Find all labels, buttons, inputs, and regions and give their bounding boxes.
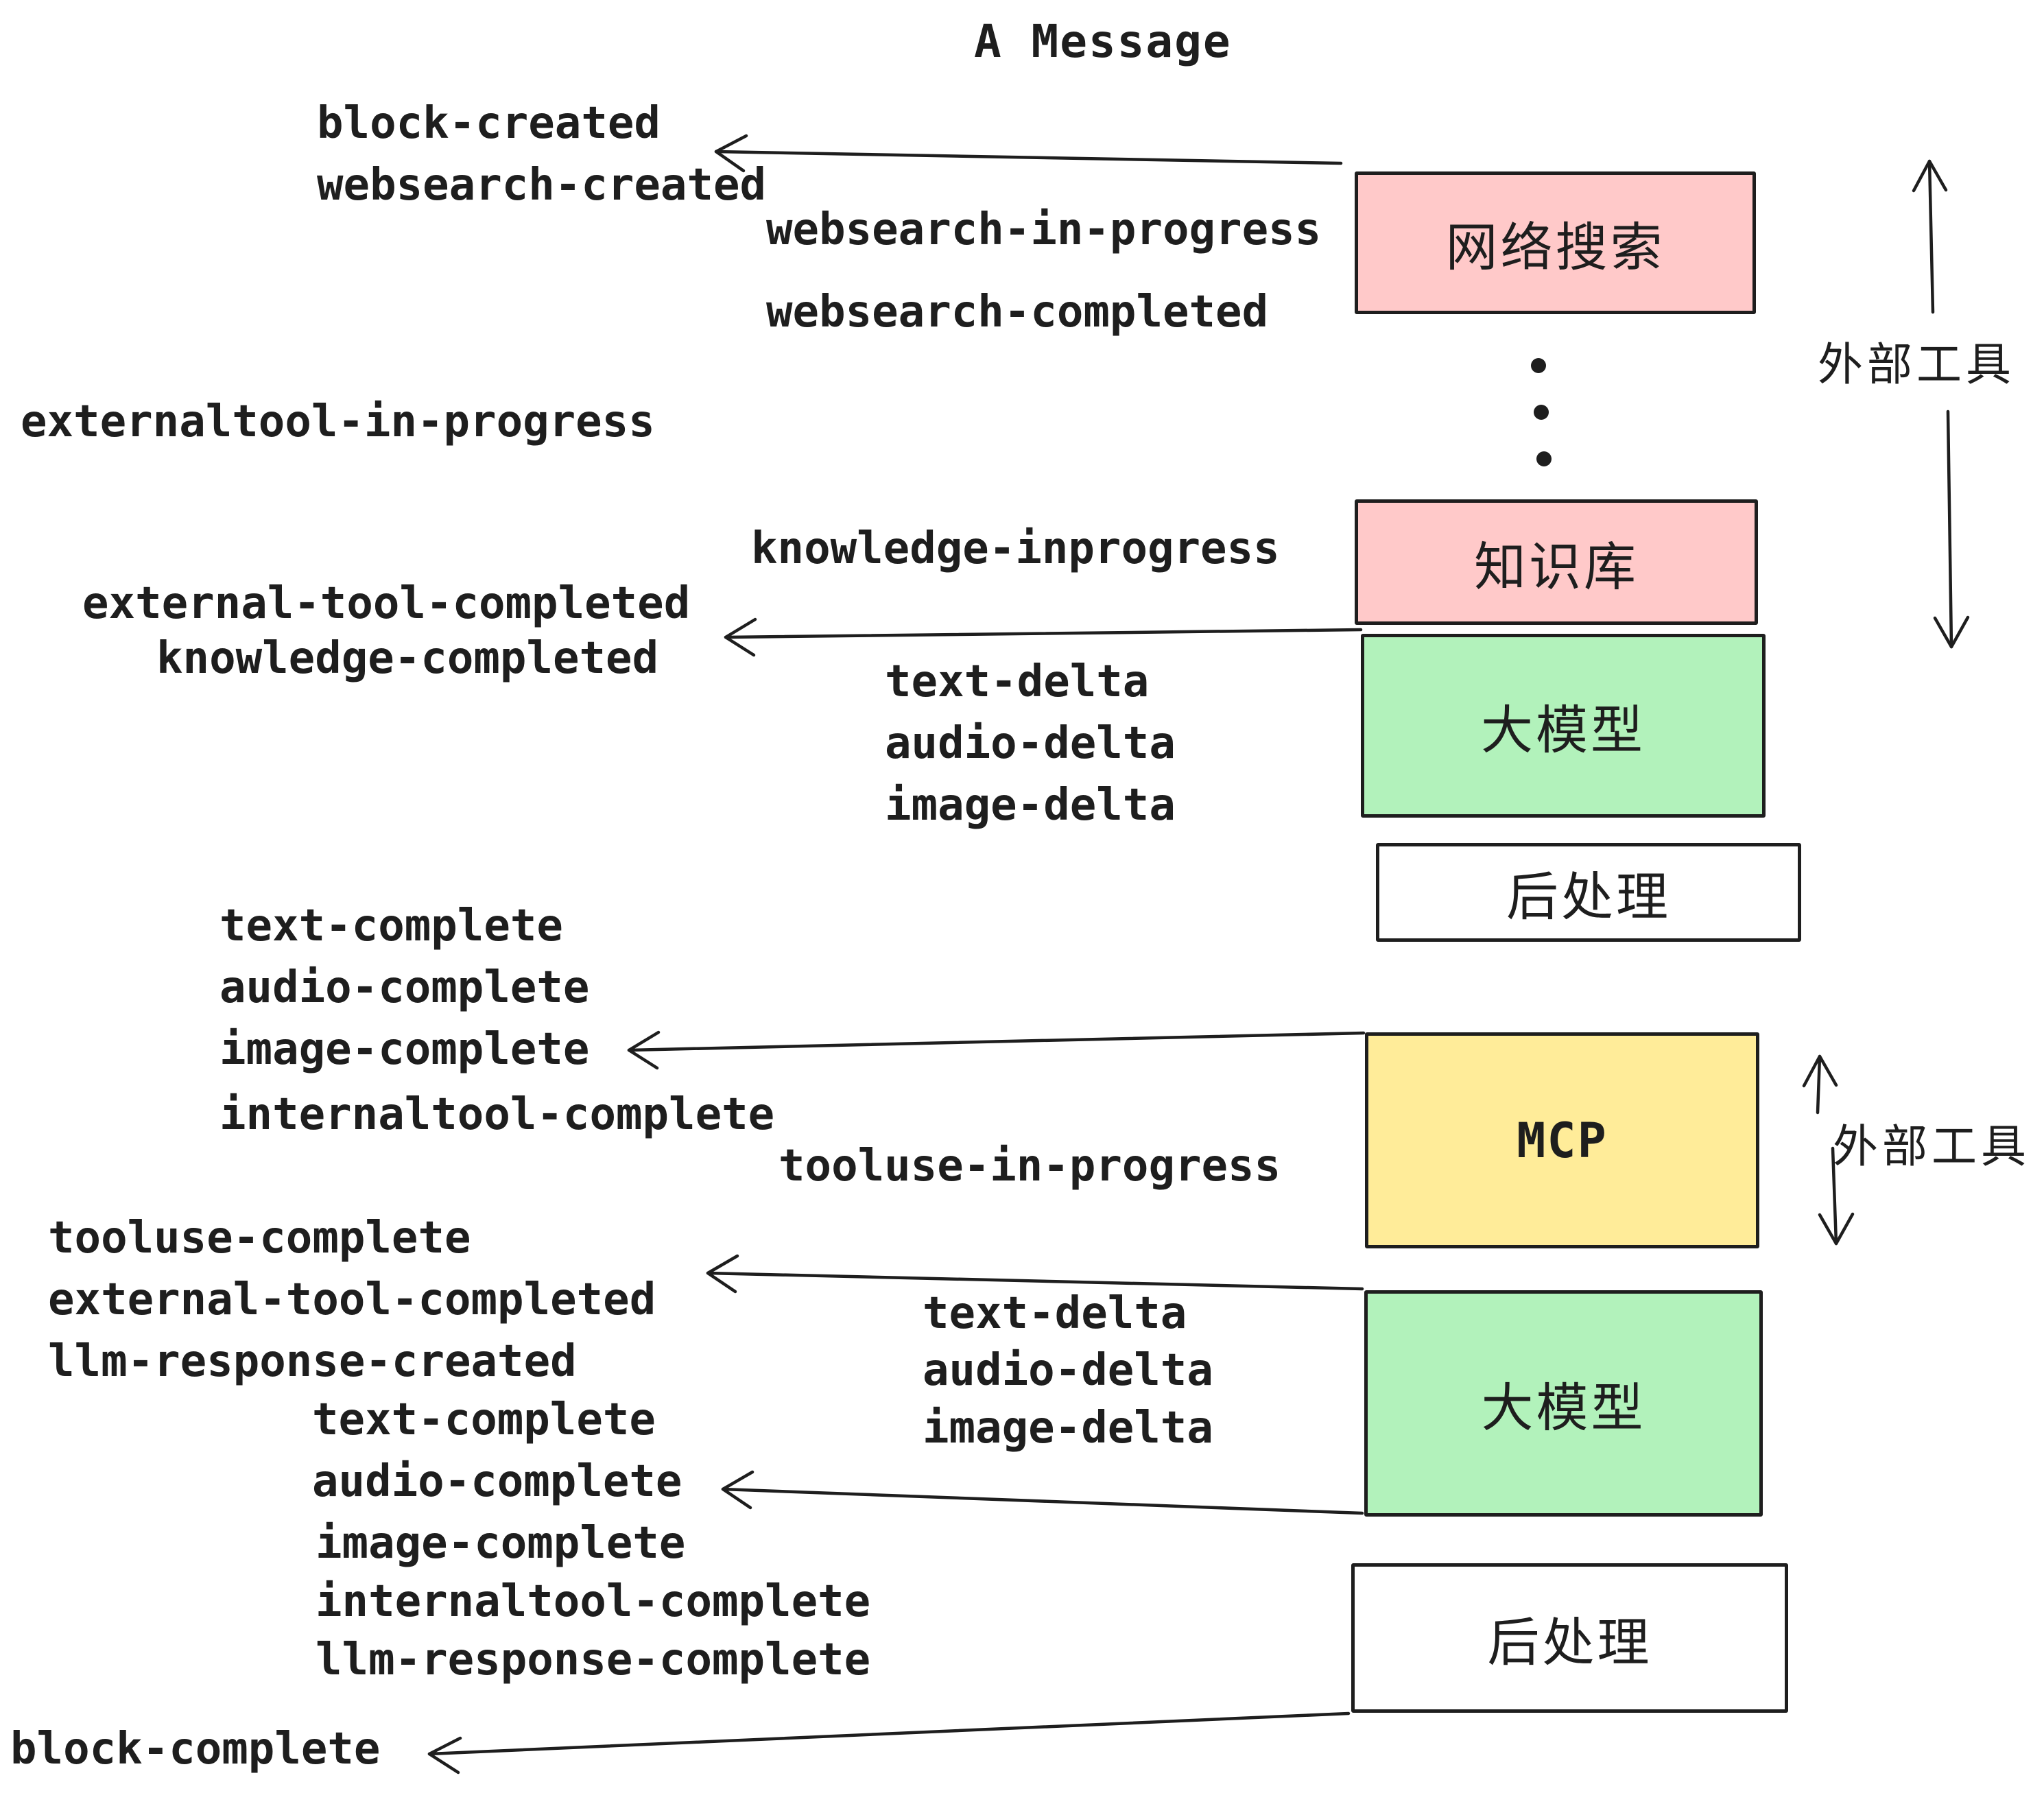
box-websearch-label: 网络搜索 — [1445, 217, 1665, 278]
event-label-image-delta: image-delta — [885, 780, 1176, 831]
arrow-audio-complete — [721, 1470, 1364, 1515]
box-postprocess-1: 后处理 — [1376, 843, 1801, 942]
event-label-external-tool-completed-2: external-tool-completed — [48, 1274, 656, 1325]
event-label-text-delta-2: text-delta — [923, 1288, 1187, 1339]
event-label-text-complete: text-complete — [219, 901, 563, 951]
box-postprocess-2-label: 后处理 — [1487, 1612, 1652, 1673]
box-postprocess-2: 后处理 — [1351, 1563, 1788, 1713]
box-knowledge-label: 知识库 — [1474, 536, 1639, 597]
event-label-websearch-completed: websearch-completed — [766, 287, 1269, 337]
box-llm-2-label: 大模型 — [1481, 1377, 1646, 1438]
event-label-image-delta-2: image-delta — [923, 1403, 1213, 1453]
event-label-externaltool-in-progress: externaltool-in-progress — [21, 396, 655, 447]
event-label-external-tool-completed: external-tool-completed — [82, 578, 691, 629]
box-postprocess-1-label: 后处理 — [1506, 866, 1671, 927]
event-label-block-created: block-created — [317, 98, 661, 149]
box-mcp: MCP — [1365, 1032, 1759, 1248]
event-label-audio-complete: audio-complete — [219, 962, 590, 1013]
event-label-tooluse-in-progress: tooluse-in-progress — [779, 1141, 1281, 1191]
event-label-audio-complete-2: audio-complete — [312, 1456, 682, 1507]
event-label-block-complete: block-complete — [10, 1724, 381, 1775]
event-label-tooluse-complete: tooluse-complete — [48, 1213, 471, 1263]
event-label-websearch-in-progress: websearch-in-progress — [766, 204, 1322, 255]
external-tools-annotation-1: 外部工具 — [1818, 338, 2015, 391]
event-label-audio-delta: audio-delta — [885, 718, 1176, 769]
page-title: A Message — [974, 15, 1232, 68]
arrow-tooluse-complete — [706, 1254, 1364, 1294]
arrow-image-complete — [627, 1030, 1366, 1070]
arrow-block-created — [714, 134, 1343, 173]
box-knowledge: 知识库 — [1355, 499, 1758, 625]
event-label-text-complete-2: text-complete — [312, 1394, 656, 1445]
external-tools-2-up-arrow — [1802, 1054, 1838, 1115]
event-label-audio-delta-2: audio-delta — [923, 1345, 1213, 1396]
box-llm-1: 大模型 — [1361, 634, 1766, 818]
event-label-websearch-created: websearch-created — [317, 160, 767, 211]
external-tools-annotation-2: 外部工具 — [1833, 1120, 2030, 1173]
arrow-knowledge-completed — [724, 617, 1363, 657]
ellipsis-dots — [1531, 358, 1552, 466]
event-label-llm-response-created: llm-response-created — [48, 1336, 577, 1387]
box-llm-1-label: 大模型 — [1481, 700, 1645, 761]
event-label-image-complete-2: image-complete — [316, 1518, 686, 1569]
event-label-internaltool-complete: internaltool-complete — [219, 1089, 775, 1140]
event-label-knowledge-inprogress: knowledge-inprogress — [751, 523, 1280, 574]
external-tools-up-arrow — [1912, 159, 1948, 314]
event-label-image-complete: image-complete — [219, 1024, 590, 1075]
external-tools-down-arrow — [1933, 410, 1970, 649]
event-label-text-delta: text-delta — [885, 656, 1150, 707]
box-mcp-label: MCP — [1517, 1112, 1608, 1169]
event-label-internaltool-complete-2: internaltool-complete — [316, 1576, 871, 1627]
external-tools-2-down-arrow — [1818, 1146, 1855, 1246]
box-llm-2: 大模型 — [1364, 1290, 1763, 1517]
arrow-block-complete — [427, 1711, 1351, 1775]
box-websearch: 网络搜索 — [1355, 171, 1756, 314]
event-label-llm-response-complete: llm-response-complete — [316, 1635, 871, 1685]
event-label-knowledge-completed: knowledge-completed — [156, 633, 659, 684]
